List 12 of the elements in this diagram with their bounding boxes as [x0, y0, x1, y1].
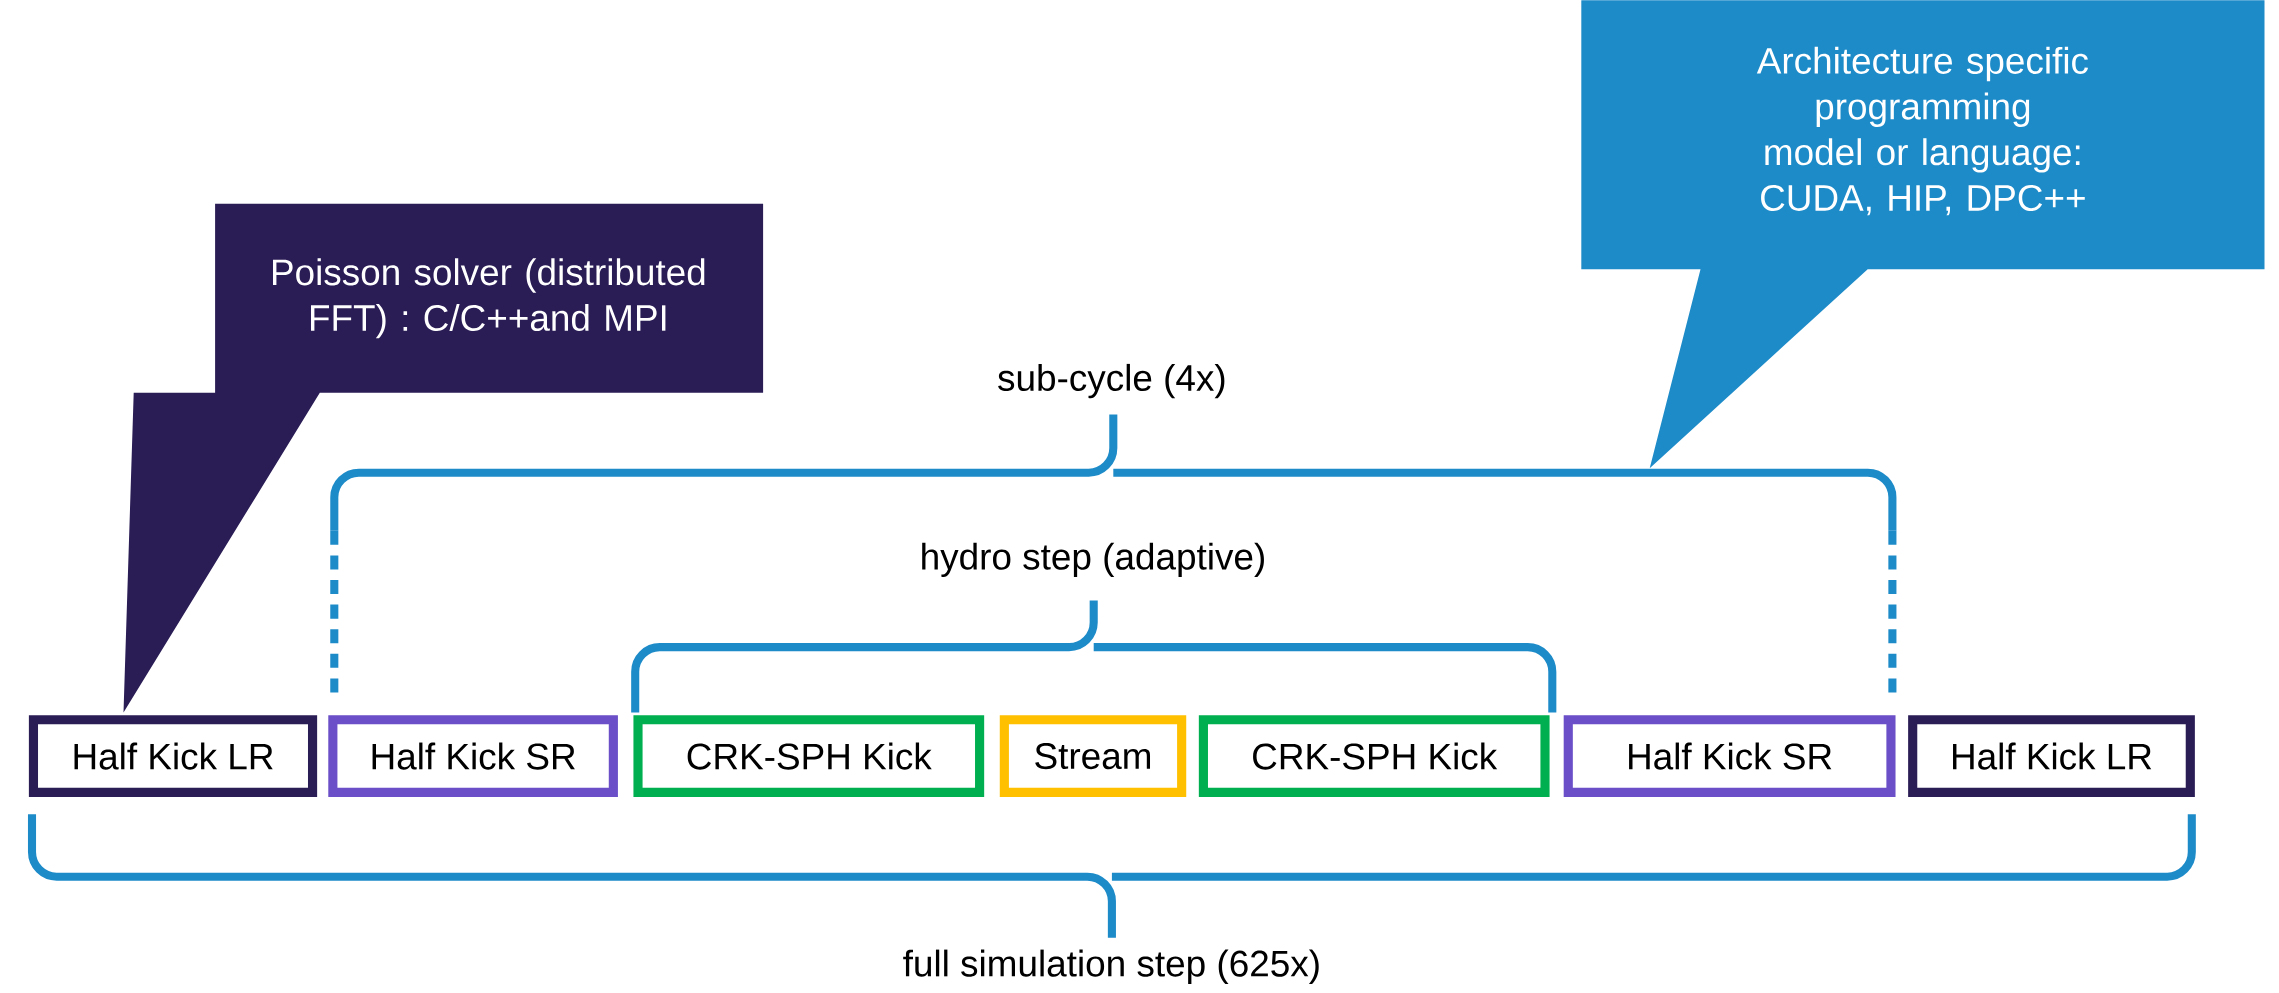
step-box: Half Kick LR	[28, 715, 318, 797]
brace-label: sub-cycle (4x)	[998, 363, 1225, 399]
step-box: Half Kick SR	[328, 715, 618, 797]
step-box: CRK-SPH Kick	[1198, 715, 1550, 797]
callout: Architecture specific programming model or language: CUDA, HIP, DPC++	[1581, 0, 2265, 469]
step-box: Half Kick SR	[1563, 715, 1896, 797]
callout: Poisson solver (distributed FFT) : C/C++and MPI	[123, 203, 764, 713]
brace-label: hydro step (adaptive)	[922, 542, 1264, 578]
step-box: CRK-SPH Kick	[633, 715, 985, 797]
step-box: Stream	[999, 715, 1187, 797]
brace-label: full simulation step (625x)	[903, 949, 1319, 984]
step-box: Half Kick LR	[1908, 715, 2195, 797]
